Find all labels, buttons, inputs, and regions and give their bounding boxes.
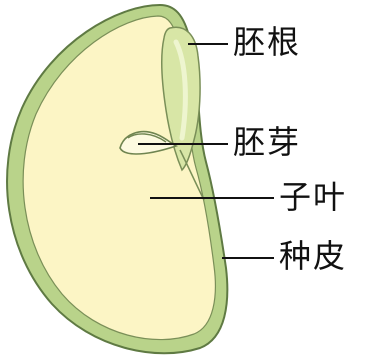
label-plumule: 胚芽: [233, 126, 301, 158]
label-seed-coat: 种皮: [279, 240, 347, 272]
label-cotyledon: 子叶: [279, 181, 347, 213]
label-radicle: 胚根: [233, 26, 301, 58]
